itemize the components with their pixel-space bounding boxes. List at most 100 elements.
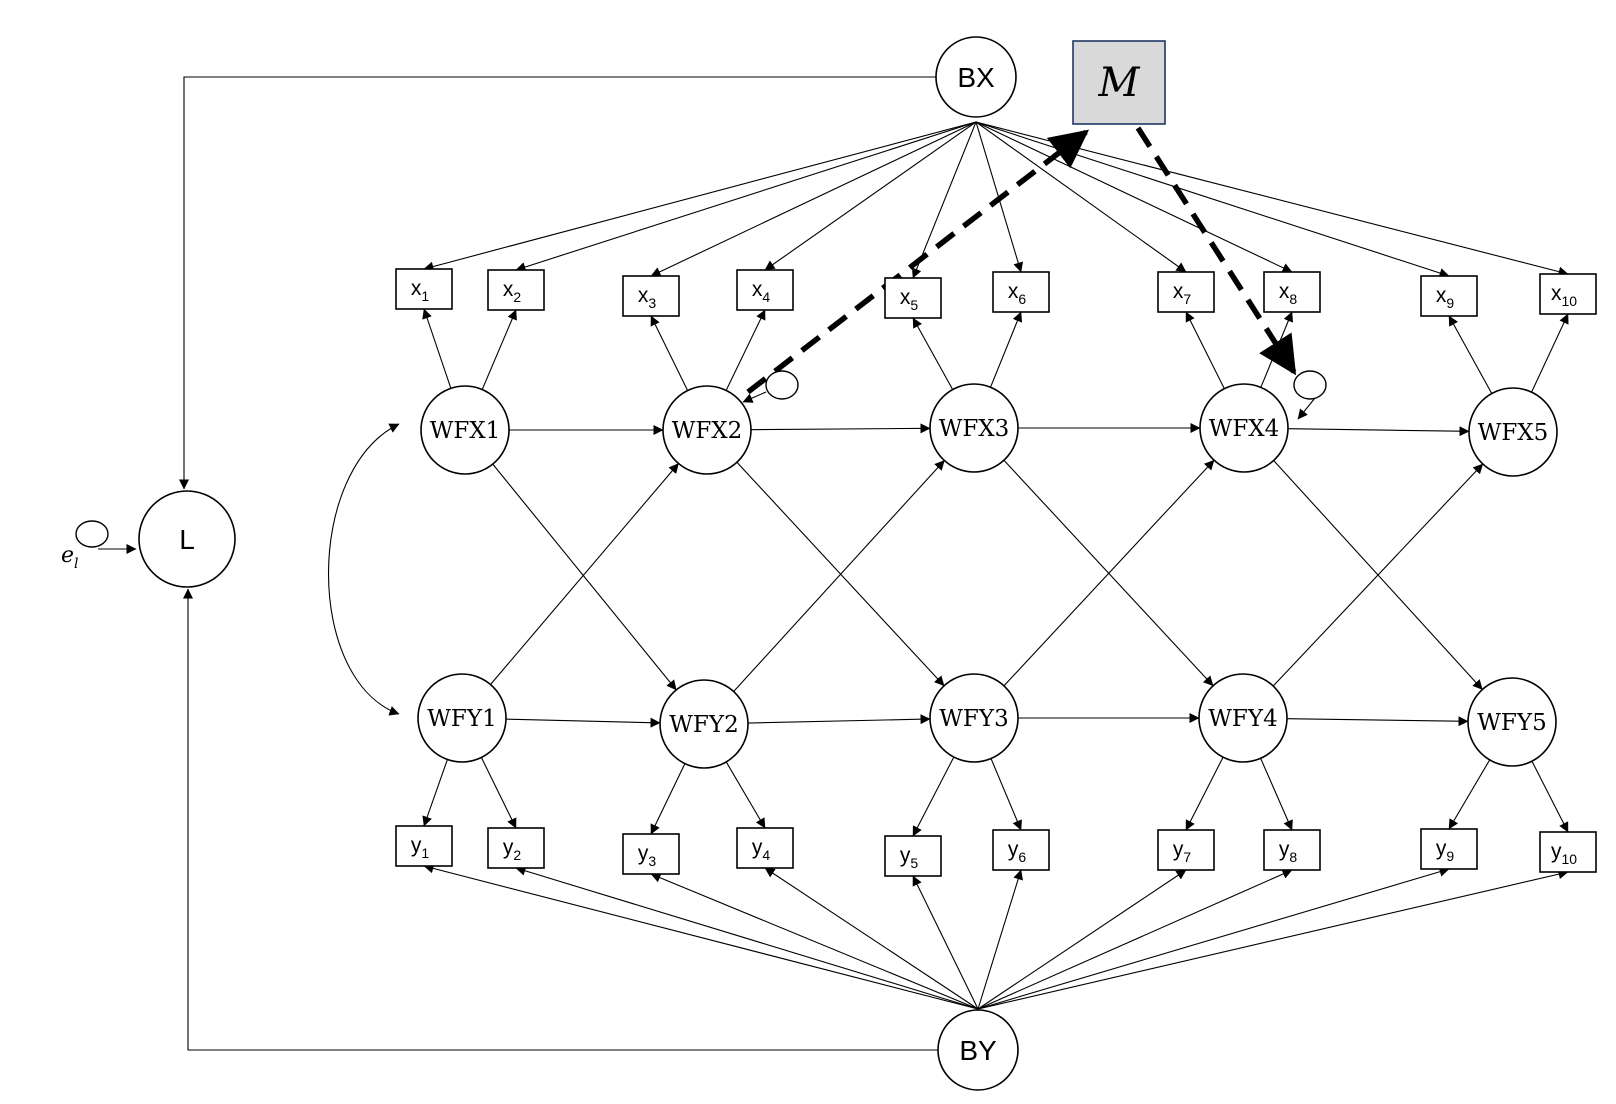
wfy3-node-label: WFY3 [939, 706, 1008, 732]
indicator-x8: x8 [1263, 271, 1321, 313]
edge-residual-to-wfx4 [1297, 397, 1316, 420]
residual-wfx2 [765, 370, 799, 400]
edge-by-to-y10 [977, 869, 1569, 1010]
edge-loading-wfy3-y5 [912, 756, 955, 837]
wfx1-node: WFX1 [420, 385, 510, 475]
indicator-x5: x5 [884, 277, 942, 319]
wfx3-node: WFX3 [929, 383, 1019, 473]
edge-bx-to-x5 [911, 121, 977, 279]
indicator-y1-label: y1 [411, 834, 430, 861]
edge-loading-wfx3-x6 [990, 311, 1023, 388]
wfy5-node: WFY5 [1467, 677, 1557, 767]
edge-loading-wfy4-y7 [1185, 756, 1224, 831]
indicator-y8: y8 [1263, 829, 1321, 871]
edge-by-to-y2 [515, 865, 979, 1010]
indicator-y2: y2 [487, 827, 545, 869]
wfx5-node: WFX5 [1468, 387, 1558, 477]
indicator-x1: x1 [395, 268, 453, 310]
bx-node: BX [935, 36, 1017, 118]
edge-by-to-y9 [977, 866, 1450, 1010]
edge-loading-wfy1-y1 [422, 759, 448, 827]
indicator-x9-label: x9 [1436, 284, 1455, 311]
indicator-x8-label: x8 [1279, 280, 1298, 307]
bx-label: BX [957, 62, 995, 93]
indicator-y5: y5 [884, 835, 942, 877]
outcome-label: L [179, 524, 195, 555]
edge-bx-to-x2 [515, 121, 977, 272]
wfx1-node-label: WFX1 [430, 418, 501, 444]
edge-bx-to-l [179, 76, 936, 490]
wfy4-node: WFY4 [1198, 673, 1288, 763]
edge-loading-wfx4-x8 [1260, 311, 1293, 388]
edge-loading-wfx1-x1 [422, 308, 452, 389]
indicator-y3: y3 [622, 833, 680, 875]
edge-by-to-l [183, 588, 938, 1051]
indicator-y1: y1 [395, 825, 453, 867]
edge-loading-wfx2-x3 [650, 315, 689, 391]
edge-layer [98, 76, 1569, 1051]
edge-loading-wfx5-x9 [1448, 315, 1493, 394]
indicator-x9: x9 [1420, 275, 1478, 317]
edge-by-to-y3 [650, 873, 979, 1010]
edge-loading-wfx2-x4 [725, 309, 766, 391]
wfy1-node-label: WFY1 [427, 706, 496, 732]
error-label: el [61, 543, 79, 572]
indicator-y10-label: y10 [1551, 840, 1577, 867]
error-term: el [61, 520, 109, 572]
edge-bx-to-x3 [650, 121, 977, 277]
edge-by-to-y5 [912, 875, 979, 1010]
indicator-x3-label: x3 [638, 284, 657, 311]
edge-bx-to-x9 [975, 121, 1450, 278]
moderator-box: M [1072, 40, 1166, 125]
indicator-x4: x4 [736, 269, 794, 311]
wfx3-node-label: WFX3 [939, 416, 1010, 442]
edge-loading-wfx4-x7 [1185, 311, 1225, 389]
edge-loading-wfy4-y8 [1260, 758, 1293, 831]
wfy2-node: WFY2 [659, 679, 749, 769]
indicator-y9-label: y9 [1436, 837, 1455, 864]
edge-ar-wfy4 [1286, 716, 1469, 727]
edge-loading-wfy2-y4 [725, 761, 766, 829]
indicator-x4-label: x4 [752, 278, 771, 305]
wfx2-node-label: WFX2 [672, 418, 743, 444]
wfy4-node-label: WFY4 [1208, 706, 1277, 732]
wfx4-node-label: WFX4 [1209, 416, 1280, 442]
edge-by-to-y6 [977, 869, 1023, 1010]
edge-by-to-y8 [977, 869, 1293, 1010]
edge-bx-to-x1 [423, 121, 977, 272]
edge-cl-wfx1-wfy2 [492, 463, 677, 691]
indicator-x6-label: x6 [1008, 280, 1027, 307]
indicator-x7-label: x7 [1173, 280, 1192, 307]
indicator-y10: y10 [1539, 831, 1597, 873]
edge-bx-to-x4 [764, 121, 977, 271]
indicator-y6: y6 [992, 829, 1050, 871]
residual-wfx4 [1293, 370, 1327, 400]
indicator-y6-label: y6 [1008, 838, 1027, 865]
indicator-x10: x10 [1539, 273, 1597, 315]
edge-loading-wfy5-y9 [1448, 759, 1491, 830]
edge-ar-wfx2 [750, 423, 931, 434]
indicator-y4: y4 [736, 827, 794, 869]
wfx5-node-label: WFX5 [1478, 420, 1549, 446]
indicator-y7: y7 [1157, 829, 1215, 871]
wfy5-node-label: WFY5 [1477, 710, 1546, 736]
wfy3-node: WFY3 [929, 673, 1019, 763]
edge-by-to-y7 [977, 869, 1187, 1010]
edge-by-to-y4 [764, 867, 979, 1010]
indicator-y5-label: y5 [900, 844, 919, 871]
edge-cl-wfy3-wfx4 [1003, 459, 1215, 687]
edge-loading-wfy3-y6 [990, 758, 1022, 831]
edge-ar-wfx4 [1287, 426, 1470, 437]
indicator-y7-label: y7 [1173, 838, 1192, 865]
edge-cl-wfy1-wfx2 [490, 463, 679, 685]
edge-by-to-y1 [423, 863, 979, 1010]
indicator-x2-label: x2 [503, 278, 522, 305]
edge-residual-to-wfx2 [742, 391, 767, 403]
edge-moderation-wfx2-to-m [746, 129, 1090, 395]
edge-loading-wfy1-y2 [480, 757, 517, 829]
edge-moderation-m-to-wfx4 [1135, 126, 1297, 376]
edge-ar-wfy1 [505, 717, 661, 728]
outcome-node: L [138, 490, 236, 588]
edge-loading-wfx1-x2 [481, 309, 517, 390]
indicator-x5-label: x5 [900, 286, 919, 313]
